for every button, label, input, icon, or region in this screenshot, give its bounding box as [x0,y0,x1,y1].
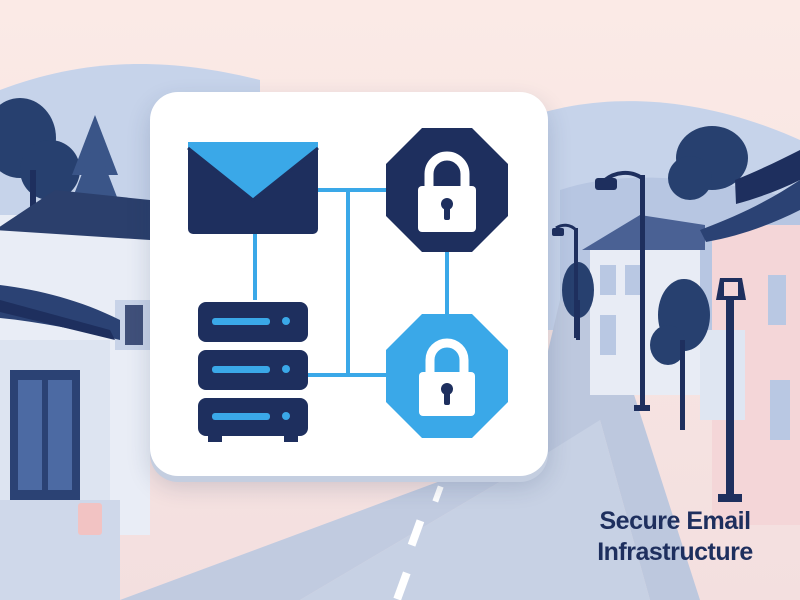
road-side [520,300,700,600]
caption-title: Secure Email Infrastructure [560,506,790,568]
lane-mark-3 [432,485,444,503]
padlock-octagon-icon [386,128,508,252]
padlock-octagon-icon [386,314,508,438]
lane-mark-1 [407,519,425,547]
pagoda-left [0,285,120,600]
street-lamp-1 [595,171,650,411]
connection-lines [253,188,449,377]
street-lamp-3 [716,278,746,502]
infrastructure-diagram [187,128,508,442]
caption-line-1: Secure Email [599,507,751,535]
road [300,400,650,600]
tree-right-back [668,126,748,200]
server-stack-icon [198,302,308,442]
mailbox [78,503,102,535]
envelope-icon [187,142,319,234]
street-lamp-2 [552,223,578,338]
tree-left-1 [0,98,80,230]
lane-mark-2 [393,571,411,600]
caption-line-2: Infrastructure [597,538,753,566]
road-base [120,470,520,600]
diagram-card [150,92,548,476]
